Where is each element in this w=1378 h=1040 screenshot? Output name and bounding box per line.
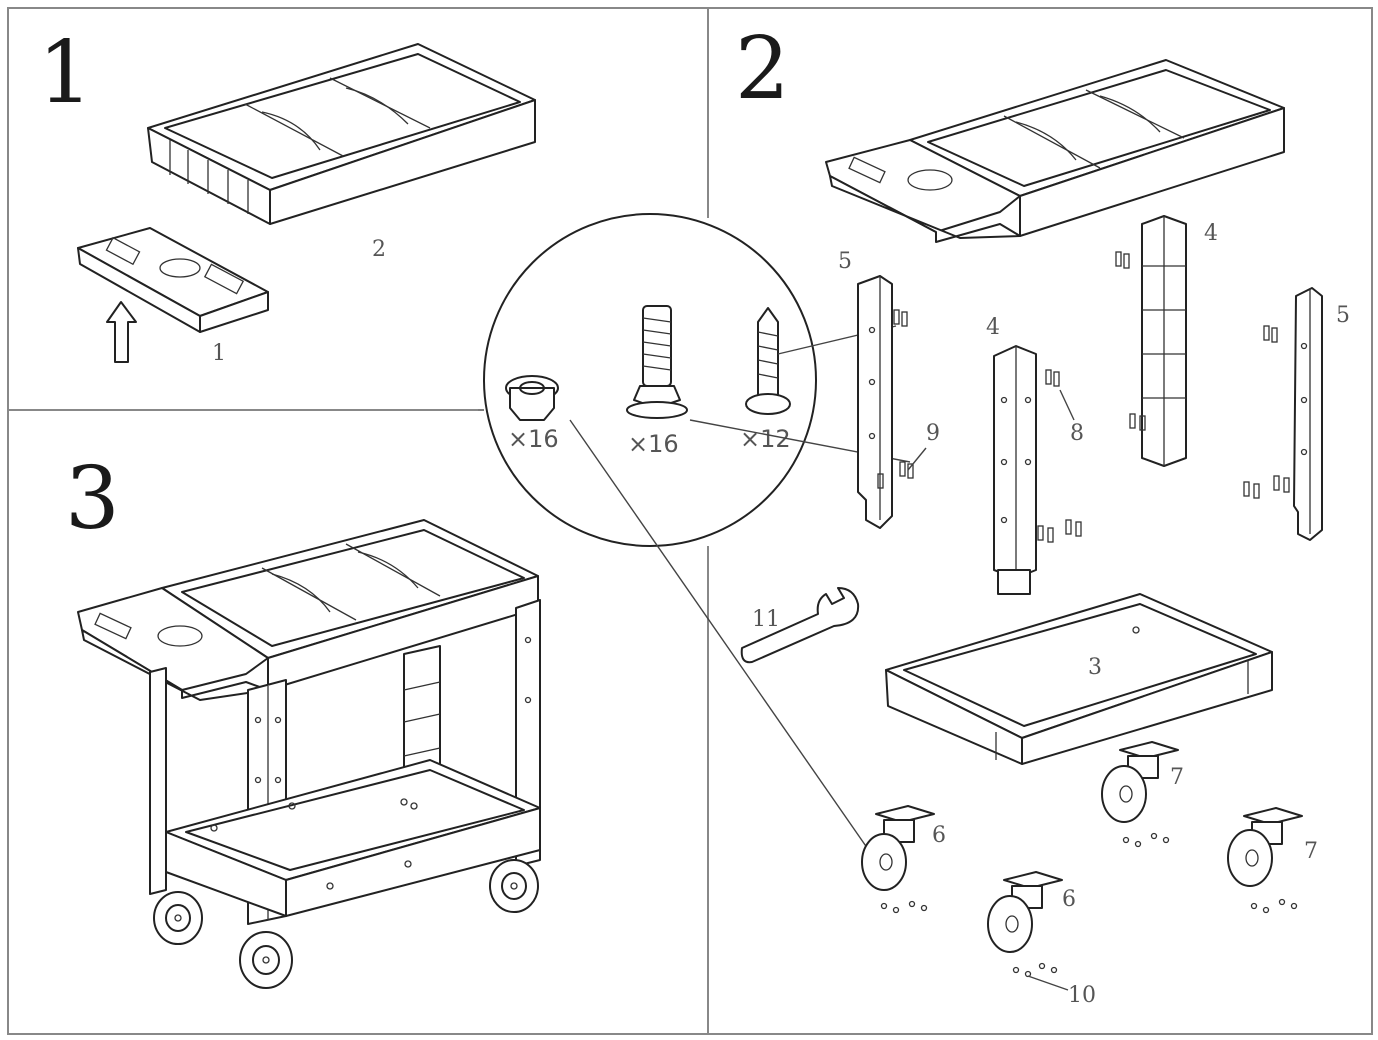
part-label-leg-left: 5 (838, 249, 852, 274)
part-label-leg-right: 5 (1336, 303, 1350, 328)
caster-front-center (987, 871, 1069, 991)
assembled-cart (77, 519, 541, 989)
leg-right (1293, 287, 1323, 541)
step-number-2: 2 (735, 19, 790, 119)
nut-quantity: ×16 (508, 425, 559, 453)
caster-right (1227, 807, 1303, 914)
leg-back (1141, 215, 1187, 467)
step-number-1: 1 (38, 23, 93, 123)
bolt-clusters (877, 251, 1290, 543)
part-label-top-shelf: 2 (372, 237, 386, 262)
leg-center (993, 345, 1037, 595)
bottom-shelf (885, 593, 1273, 765)
part-label-caster-front-left: 6 (932, 823, 946, 848)
caster-back-center (1101, 741, 1179, 848)
caster-front-left (861, 805, 935, 914)
step1-top-shelf (147, 43, 536, 225)
bolt-quantity: ×16 (628, 430, 679, 458)
part-label-bolts: 8 (1070, 421, 1084, 446)
cart-wheel-front-right (239, 931, 293, 989)
screw-quantity: ×12 (740, 425, 791, 453)
step2-top-shelf-assembled (825, 59, 1285, 243)
part-label-screws: 9 (926, 421, 940, 446)
part-label-caster-nuts: 10 (1068, 983, 1096, 1008)
part-label-leg-center: 4 (986, 315, 1000, 340)
part-label-bottom-shelf: 3 (1088, 655, 1102, 680)
cart-wheel-front-left (153, 891, 203, 945)
wrench-icon (740, 587, 860, 664)
step-number-3: 3 (65, 449, 120, 549)
screw-icon (745, 307, 791, 415)
part-label-caster-front-center: 6 (1062, 887, 1076, 912)
nut-icon (505, 375, 559, 421)
part-label-caster-right: 7 (1304, 839, 1318, 864)
leg-left (857, 275, 893, 529)
part-label-caster-back-center: 7 (1170, 765, 1184, 790)
step1-tool-tray (77, 227, 269, 333)
part-label-wrench: 11 (752, 607, 780, 632)
cart-wheel-back-right (489, 859, 539, 913)
part-label-leg-back: 4 (1204, 221, 1218, 246)
hardware-detail: ×16 ×16 ×12 (478, 213, 911, 853)
panel-frame (7, 7, 1373, 1035)
arrow-up-icon (106, 301, 137, 363)
part-label-tool-tray: 1 (212, 341, 226, 366)
bolt-icon (626, 305, 688, 419)
